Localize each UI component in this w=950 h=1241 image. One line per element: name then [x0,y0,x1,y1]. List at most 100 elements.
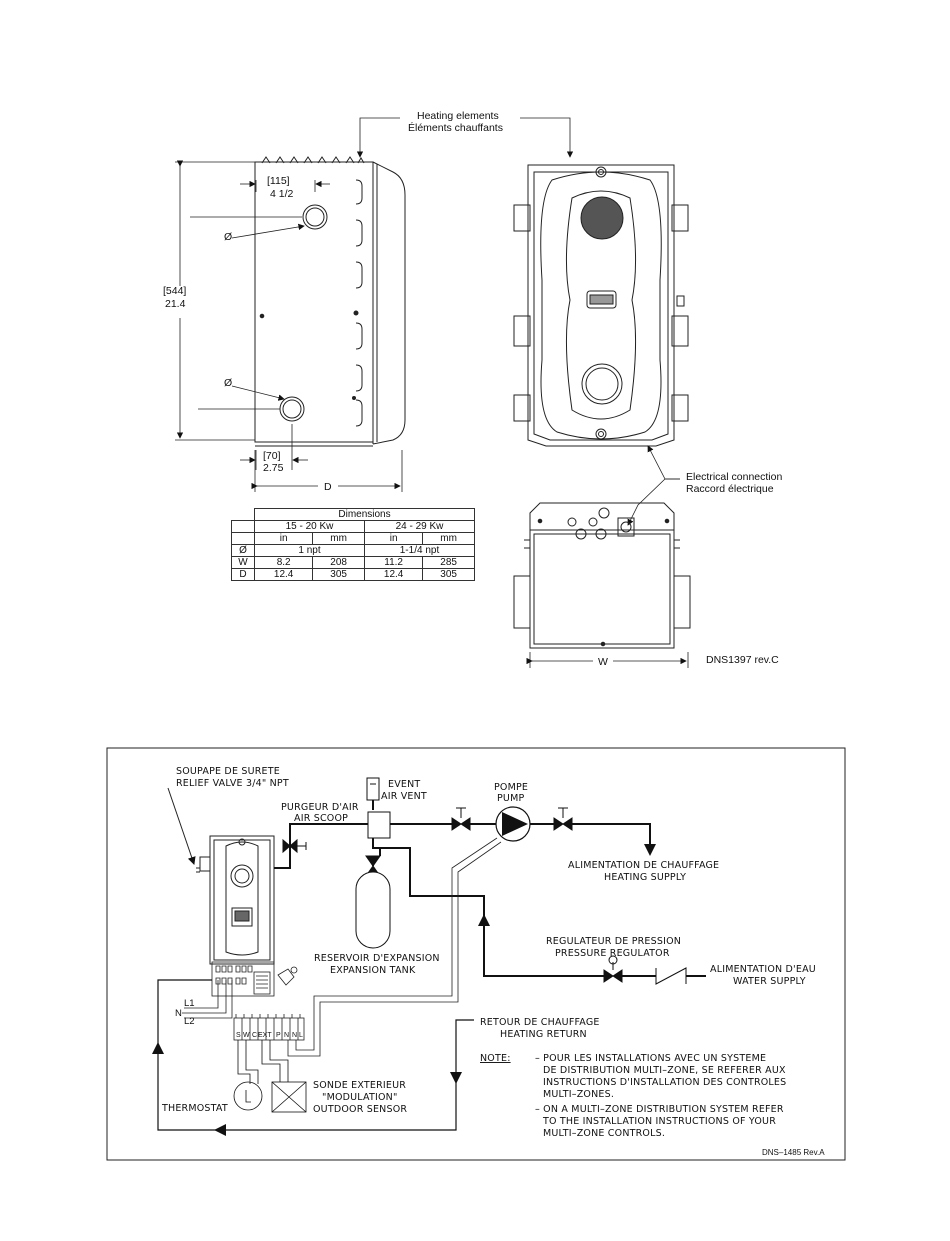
dim-115-mm: [115] [267,175,290,187]
return-fr: RETOUR DE CHAUFFAGE [480,1017,600,1028]
w-a-mm: 208 [312,556,365,569]
riser-arrow [478,914,490,926]
drawing-number-bottom: DNS–1485 Rev.A [762,1148,825,1157]
bottom-view [513,502,691,649]
pump-en: PUMP [497,793,524,804]
dim-70-mm: [70] [263,450,281,462]
dim-115-in: 4 1/2 [270,188,294,200]
dim-w: W [598,656,608,668]
valves [282,807,623,983]
dim-544-in: 21.4 [165,298,186,310]
note-fr-2: DE DISTRIBUTION MULTI–ZONE, SE REFERER A… [543,1065,786,1076]
return-en: HEATING RETURN [500,1029,587,1040]
tank-fr: RESERVOIR D'EXPANSION [314,953,440,964]
phi-label-upper: Ø [224,231,232,243]
table-unit-mm-b: mm [422,532,475,545]
phi-b: 1-1/4 npt [363,544,476,557]
electrical-leader [627,445,680,526]
water-en: WATER SUPPLY [733,976,806,987]
side-dimensions [175,160,403,492]
side-dimension-labels: [115] 4 1/2 [544] 21.4 Ø Ø [70] 2.75 D [163,175,332,493]
terminal-l: L [299,1032,303,1039]
terminal-ext: EXT [258,1032,272,1039]
terminal-n2: N [292,1032,297,1039]
note-fr-3: INSTRUCTIONS D'INSTALLATION DES CONTROLE… [543,1077,786,1088]
drawing-number-top: DNS1397 rev.C [706,654,779,666]
terminal-labels: S W C EXT P N N L [236,1032,303,1039]
schematic-electrical-box [211,961,305,1041]
terminal-p: P [276,1032,281,1039]
thermostat-label: THERMOSTAT [161,1103,228,1114]
table-row: W 8.2 208 11.2 285 [231,556,475,569]
phi-a: 1 npt [254,544,365,557]
note-en-1: – ON A MULTI–ZONE DISTRIBUTION SYSTEM RE… [535,1104,784,1115]
table-unit-in-a: in [253,532,314,545]
check-valve [655,967,687,985]
w-a-in: 8.2 [253,556,314,569]
scoop-fr: PURGEUR D'AIR [281,802,359,813]
relief-en: RELIEF VALVE 3/4" NPT [176,778,289,789]
regulator-en: PRESSURE REGULATOR [555,948,670,959]
thermostat-sensor [233,1040,307,1113]
pump [495,806,531,842]
table-col-a: 15 - 20 Kw [254,520,365,533]
terminal-c: C [252,1032,257,1039]
expansion-tank [355,871,391,949]
table-col-b: 24 - 29 Kw [363,520,476,533]
schematic-boiler [167,787,275,965]
label-l2: L2 [184,1016,195,1027]
pump-fr: POMPE [494,782,528,793]
d-a-mm: 305 [312,568,365,581]
table-unit-mm-a: mm [312,532,365,545]
bottom-dimensions [526,652,689,668]
power-lines [182,980,233,1019]
tank-en: EXPANSION TANK [330,965,416,976]
row-label-d: D [231,568,255,581]
note-en-2: TO THE INSTALLATION INSTRUCTIONS OF YOUR [542,1116,776,1127]
electrical-en: Electrical connection [686,471,782,483]
note-fr-1: – POUR LES INSTALLATIONS AVEC UN SYSTEME [535,1053,766,1064]
sensor-modulation: "MODULATION" [322,1092,398,1103]
supply-arrow [644,844,656,856]
table-row: D 12.4 305 12.4 305 [231,568,475,581]
terminal-w: W [243,1032,250,1039]
scoop-en: AIR SCOOP [294,813,348,824]
d-a-in: 12.4 [253,568,314,581]
label-n: N [175,1008,182,1019]
electrical-fr: Raccord électrique [686,483,774,495]
regulator-fr: REGULATEUR DE PRESSION [546,936,681,947]
dim-544-mm: [544] [163,285,186,297]
heating-elements-en: Heating elements [417,110,499,122]
side-view [254,156,406,447]
dimensions-table: Dimensions 15 - 20 Kw 24 - 29 Kw in mm i… [231,508,476,581]
air-scoop [366,777,391,839]
sensor-en: OUTDOOR SENSOR [313,1104,407,1115]
pump-wiring [287,837,502,1057]
note-en-3: MULTI–ZONE CONTROLS. [543,1128,665,1139]
return-arrow-down [450,1072,462,1084]
supply-fr: ALIMENTATION DE CHAUFFAGE [568,860,719,871]
heating-elements-leader [356,117,574,158]
supply-en: HEATING SUPPLY [604,872,686,883]
table-title: Dimensions [254,508,475,521]
schematic-frame [106,747,846,1161]
vent-en: AIR VENT [381,791,427,802]
front-view [513,164,689,447]
vent-fr: EVENT [388,779,420,790]
water-fr: ALIMENTATION D'EAU [710,964,816,975]
d-b-in: 12.4 [363,568,424,581]
schematic-labels: SOUPAPE DE SURETE RELIEF VALVE 3/4" NPT … [161,766,825,1157]
table-row: Ø 1 npt 1-1/4 npt [231,544,476,557]
w-b-mm: 285 [422,556,475,569]
dim-70-in: 2.75 [263,462,284,474]
w-b-in: 11.2 [363,556,424,569]
return-arrow-left [214,1124,226,1136]
sensor-fr: SONDE EXTERIEUR [313,1080,406,1091]
note-fr-4: MULTI–ZONES. [543,1089,614,1100]
terminal-s: S [236,1032,241,1039]
dim-d: D [324,481,332,493]
terminal-n1: N [284,1032,289,1039]
row-label-phi: Ø [231,544,255,557]
d-b-mm: 305 [422,568,475,581]
